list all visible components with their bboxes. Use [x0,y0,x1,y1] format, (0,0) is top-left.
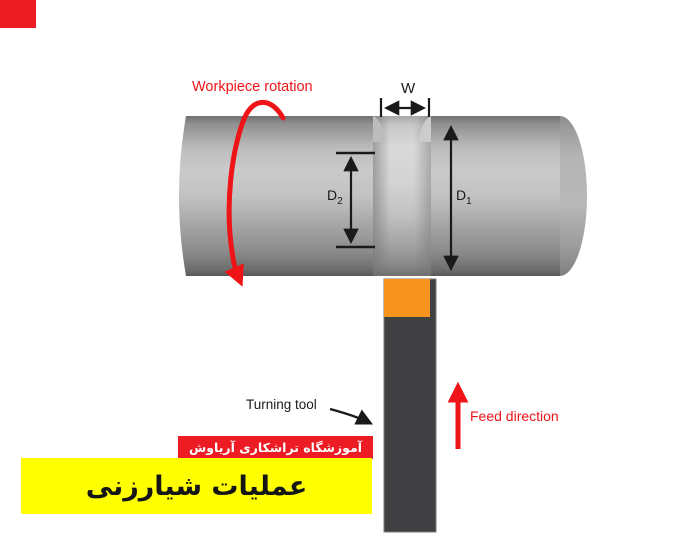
groove-width-label: W [401,80,416,97]
groove-shoulder-left [373,116,385,142]
d2-label: D2 [327,187,343,207]
groove-wall-left [373,116,390,276]
school-name-banner: آموزشگاه تراشکاری آریاوش [178,436,373,459]
workpiece-cylinder [179,116,560,276]
tool-insert-orange-tip [384,279,430,317]
groove-wall-right [414,116,431,276]
tool-pointer-arrow [329,407,374,425]
red-corner-marker [0,0,36,28]
turning-tool-label: Turning tool [246,397,317,412]
d1-label-subscript: 1 [466,196,472,207]
rotation-arc-arrow [224,99,286,287]
d1-label-base: D [456,187,467,203]
d1-label: D1 [456,187,472,207]
d2-label-base: D [327,187,338,203]
d2-label-subscript: 2 [337,196,343,207]
workpiece-rotation-label: Workpiece rotation [192,79,313,95]
feed-direction-label: Feed direction [470,408,559,424]
groove-shoulder-right [419,116,431,142]
operation-title-banner: عملیات شیارزنی [21,458,372,514]
